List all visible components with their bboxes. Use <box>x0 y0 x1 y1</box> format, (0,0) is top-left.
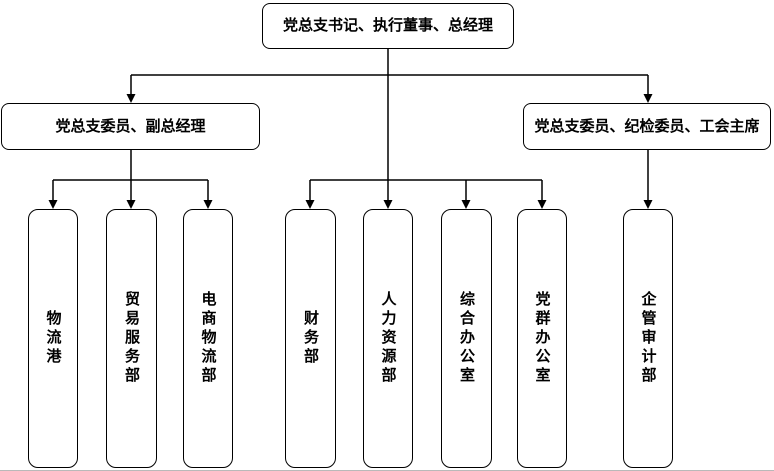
node-committee-deputy-gm: 党总支委员、副总经理 <box>1 103 260 150</box>
dept-general-office-label: 综合办公室 <box>458 291 475 386</box>
arrowhead-d8 <box>643 200 653 209</box>
dept-finance: 财务部 <box>285 209 336 468</box>
dept-finance-label: 财务部 <box>302 310 319 367</box>
node-committee-deputy-gm-label: 党总支委员、副总经理 <box>55 117 206 135</box>
dept-ecommerce-logistics: 电商物流部 <box>183 209 233 468</box>
node-committee-discipline-union-label: 党总支委员、纪检委员、工会主席 <box>534 117 760 135</box>
dept-enterprise-audit: 企管审计部 <box>623 209 673 468</box>
arrowhead-d6 <box>461 200 471 209</box>
dept-trade-service-label: 贸易服务部 <box>123 291 140 386</box>
dept-trade-service: 贸易服务部 <box>106 209 157 468</box>
arrowhead-right-manager <box>643 94 653 103</box>
dept-enterprise-audit-label: 企管审计部 <box>639 291 657 386</box>
dept-party-mass-office-label: 党群办公室 <box>533 291 551 386</box>
arrowhead-d5 <box>383 200 393 209</box>
arrowhead-d7 <box>537 200 547 209</box>
dept-logistics-port-label: 物流港 <box>44 310 62 367</box>
arrowhead-d1 <box>48 200 58 209</box>
arrowhead-d3 <box>203 200 213 209</box>
dept-general-office: 综合办公室 <box>441 209 492 468</box>
dept-human-resources-label: 人力资源部 <box>379 291 397 386</box>
dept-logistics-port: 物流港 <box>28 209 78 468</box>
arrowhead-d2 <box>126 200 136 209</box>
dept-ecommerce-logistics-label: 电商物流部 <box>199 291 217 386</box>
dept-human-resources: 人力资源部 <box>363 209 413 468</box>
node-party-secretary-gm: 党总支书记、执行董事、总经理 <box>262 3 514 49</box>
arrowhead-left-manager <box>126 94 136 103</box>
arrowhead-d4 <box>305 200 315 209</box>
node-party-secretary-gm-label: 党总支书记、执行董事、总经理 <box>282 17 493 34</box>
dept-party-mass-office: 党群办公室 <box>517 209 567 468</box>
node-committee-discipline-union: 党总支委员、纪检委员、工会主席 <box>523 103 771 150</box>
